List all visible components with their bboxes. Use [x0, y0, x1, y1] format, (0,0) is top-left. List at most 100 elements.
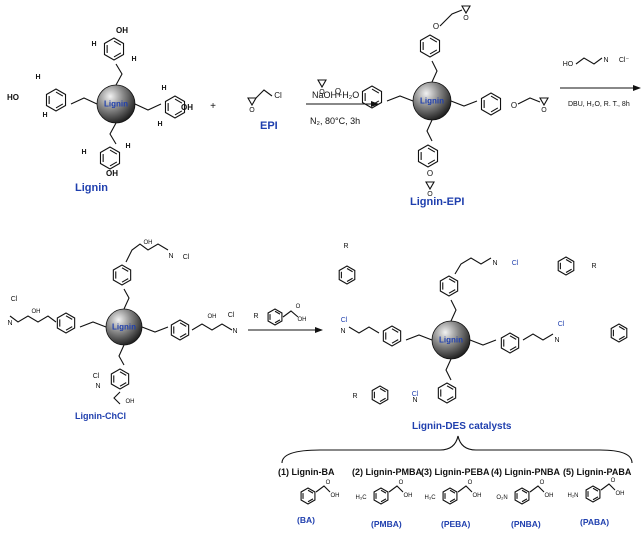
lignin-epi-right-epoxide	[539, 97, 549, 107]
double-bond	[179, 322, 187, 327]
double-bond	[509, 335, 517, 340]
lignin-epi-right-chain	[450, 100, 478, 107]
acid-peba-carbonyl-o: O	[468, 480, 473, 486]
double-bond	[113, 52, 122, 58]
acid-pnba-carbonyl-o: O	[540, 480, 545, 486]
double-bond	[346, 268, 353, 273]
double-bond	[55, 103, 64, 109]
double-bond	[565, 259, 572, 264]
catalyst-name-3: (3) Lignin-PEBA	[421, 467, 490, 477]
lignin-epi-top-epoxide	[461, 5, 471, 15]
catalyst-name-1: (1) Lignin-BA	[278, 467, 335, 477]
catalyst-abbr-2: (PMBA)	[371, 519, 402, 529]
acid-pmba-ring	[373, 487, 389, 505]
lignin-epi-bottom-chain	[426, 119, 433, 142]
double-bond	[371, 88, 380, 94]
double-bond	[380, 498, 387, 503]
lignin-epi-top-link	[439, 9, 463, 27]
lignin-des-top-link	[454, 257, 492, 275]
epoxide-oxygen: O	[249, 107, 255, 114]
lignin-des-bottom-chain	[445, 358, 452, 381]
lignin-chcl-bottom-n: N	[95, 383, 100, 390]
double-bond	[592, 496, 599, 501]
lignin-des-left-r: R	[343, 243, 348, 250]
double-bond	[274, 319, 281, 324]
lignin-chcl-bottom-chain	[118, 344, 125, 366]
catalyst-abbr-5: (PABA)	[580, 517, 610, 527]
lignin-des-top-acid-ring	[557, 256, 575, 276]
lignin-chcl-right-cl: Cl	[228, 312, 235, 319]
lignin-core-label-2: Lignin	[420, 96, 444, 106]
lignin-epi-bottom-o: O	[427, 169, 433, 178]
acid-paba-hydroxyl: OH	[616, 491, 625, 497]
lignin-right-oh: OH	[181, 103, 193, 112]
double-bond	[121, 278, 129, 283]
lignin-des-right-cl: Cl	[558, 321, 565, 328]
lignin-chcl-right-n: N	[232, 328, 237, 335]
lignin-des-right-ring	[500, 332, 520, 354]
lignin-chcl-top-link	[125, 243, 169, 263]
lignin-chcl-right-chain	[141, 326, 169, 333]
double-bond	[380, 489, 387, 494]
double-bond	[391, 339, 399, 344]
acid-pmba-carbonyl-o: O	[399, 480, 404, 486]
lignin-des-bottom-acid-ring	[371, 385, 389, 405]
acid-pmba-carboxyl	[388, 485, 404, 493]
acid-ba-carbonyl-o: O	[326, 480, 331, 486]
lignin-des-top-n: N	[492, 260, 497, 267]
double-bond	[109, 149, 118, 155]
lignin-chcl-left-chain	[79, 321, 107, 328]
chcl-chain	[575, 57, 603, 65]
double-bond	[119, 382, 127, 387]
lignin-core-label-3: Lignin	[112, 322, 136, 332]
epi-compound-label: EPI	[260, 120, 278, 132]
acid-ba-hydroxyl: OH	[331, 493, 340, 499]
lignin-des-bottom-r: R	[352, 393, 357, 400]
lignin-des-top-r: R	[591, 263, 596, 270]
lignin-epi-left-ring	[361, 85, 383, 109]
lignin-right-ring	[164, 95, 186, 119]
lignin-des-left-chain	[405, 334, 433, 341]
double-bond	[448, 289, 456, 294]
lignin-des-left-cl: Cl	[341, 317, 348, 324]
catalyst-abbr-4: (PNBA)	[511, 519, 541, 529]
lignin-right-h2: H	[157, 121, 162, 128]
acid-paba-carboxyl	[600, 483, 616, 491]
lignin-bottom-ring	[99, 146, 121, 170]
lignin-bottom-h1: H	[81, 149, 86, 156]
epoxide-oxygen: O	[427, 191, 433, 198]
lignin-epi-top-chain	[431, 60, 438, 83]
double-bond	[618, 326, 625, 331]
acid-pmba-substituent: H₃C	[355, 495, 367, 501]
lignin-compound-label: Lignin	[75, 182, 108, 194]
acid-ba-ring	[300, 487, 316, 505]
lignin-core-label-1: Lignin	[104, 99, 128, 109]
double-bond	[307, 489, 314, 494]
acid-paba-ring	[585, 485, 601, 503]
lignin-chcl-right-ring	[170, 319, 190, 341]
lignin-left-h1: H	[35, 74, 40, 81]
lignin-chcl-left-ring	[56, 312, 76, 334]
acid-peba-hydroxyl: OH	[473, 493, 482, 499]
lignin-epi-compound-label: Lignin-EPI	[410, 196, 465, 208]
acid-pnba-hydroxyl: OH	[545, 493, 554, 499]
epoxide-oxygen: O	[463, 15, 469, 22]
acid-carboxyl	[282, 310, 299, 318]
acid-pnba-ring	[514, 487, 530, 505]
double-bond	[521, 489, 528, 494]
lignin-chcl-left-n: N	[7, 320, 12, 327]
epoxide-oxygen: O	[319, 89, 325, 96]
acid-paba-substituent: H₂N	[568, 493, 579, 499]
lignin-chcl-left-cl: Cl	[11, 296, 18, 303]
epi-epoxide	[247, 97, 257, 107]
lignin-des-left-n: N	[340, 328, 345, 335]
acid-pmba-hydroxyl: OH	[404, 493, 413, 499]
lignin-des-bottom-cl: Cl	[412, 391, 419, 398]
lignin-bottom-chain	[109, 122, 117, 145]
lignin-chcl-top-ring	[112, 264, 132, 286]
catalyst-brace	[281, 435, 633, 464]
double-bond	[565, 268, 572, 273]
lignin-core-label-4: Lignin	[439, 335, 463, 345]
lignin-des-right-n: N	[554, 337, 559, 344]
